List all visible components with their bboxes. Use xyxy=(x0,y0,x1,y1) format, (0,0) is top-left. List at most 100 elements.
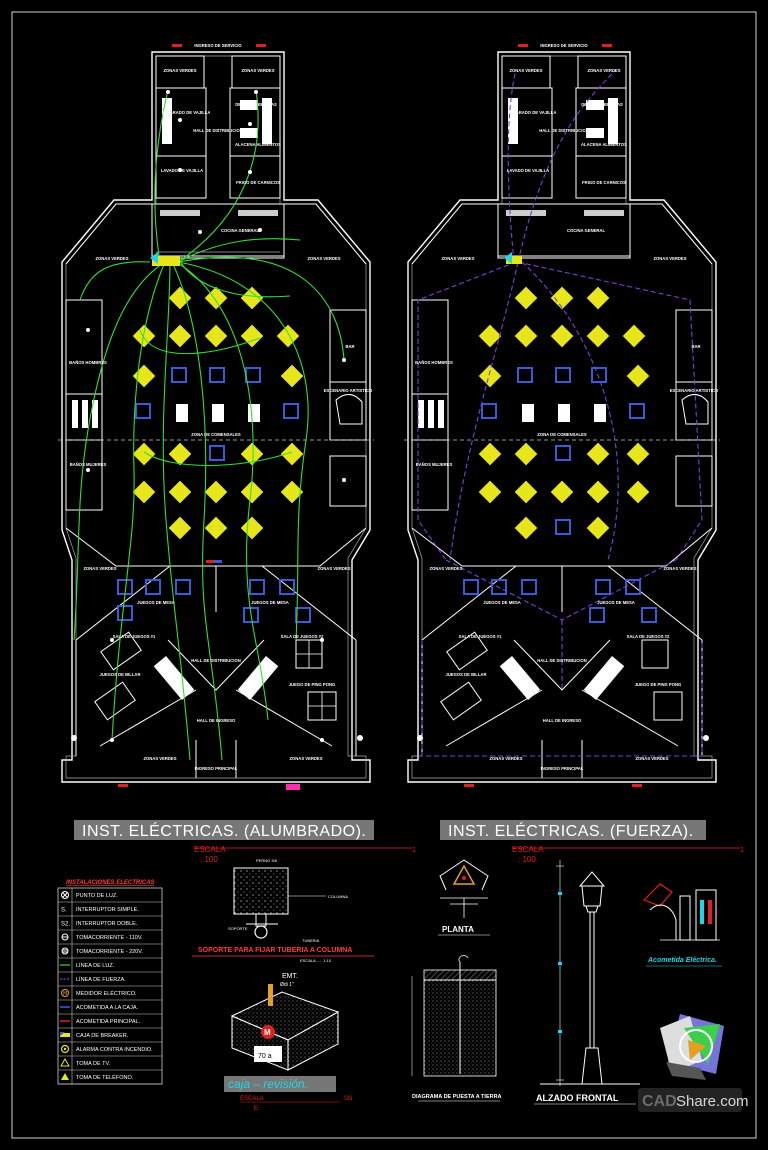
alzado-frontal: ALZADO FRONTAL xyxy=(534,860,640,1105)
room-label: HALL DE INGRESO xyxy=(197,718,236,723)
room-label: ALACENA ALIMENTOS xyxy=(581,142,627,147)
emt-label: EMT. xyxy=(282,973,298,980)
room-label: DEPOSITO BEBIDAS xyxy=(581,102,623,107)
escala-value: : 100 xyxy=(200,855,218,864)
outer-wall xyxy=(61,51,371,783)
soporte-label: SOPORTE xyxy=(228,926,248,931)
room-label: FRIGO DE CARNICOS xyxy=(582,180,626,185)
room-label: SALA DE JUEGOS #2 xyxy=(627,634,670,639)
caja-e: E xyxy=(254,1106,258,1112)
title-alumbrado: INST. ELÉCTRICAS. (ALUMBRADO). ESCALA : … xyxy=(74,820,416,864)
legend-label: LÍNEA DE LUZ. xyxy=(76,962,115,969)
legend-label: INTERRUPTOR SIMPLE. xyxy=(76,907,139,913)
title-fuerza: INST. ELÉCTRICAS. (FUERZA). ESCALA : 100… xyxy=(440,820,744,864)
legend-label: ACOMETIDA PRINCIPAL. xyxy=(76,1019,141,1025)
legend-label: MEDIDOR ELÉCTRICO. xyxy=(76,990,137,997)
svg-text:S2.: S2. xyxy=(61,922,70,928)
room-label: LAVADO DE VAJILLA xyxy=(507,168,549,173)
tables-blue-left xyxy=(117,367,311,623)
planta-detail: PLANTA xyxy=(438,859,490,936)
room-label: ESCENARIO ARTISTICO xyxy=(670,388,719,393)
caja-value: 70 a xyxy=(258,1053,272,1060)
columna-label: COLUMNA xyxy=(328,894,348,899)
legend-outlet-icon xyxy=(61,933,69,941)
section-markers-left xyxy=(118,44,300,790)
force-circuits xyxy=(417,69,703,757)
room-label: ALACENA ALIMENTOS xyxy=(235,142,281,147)
room-label: SALA DE JUEGOS #1 xyxy=(459,634,502,639)
room-label: JUEGOS DE MESA xyxy=(483,600,521,605)
legend-row: PUNTO DE LUZ. xyxy=(58,891,162,903)
room-label: ZONAS VERDES xyxy=(317,566,350,571)
room-label: ZONAS VERDES xyxy=(663,566,696,571)
legend-label: LÍNEA DE FUERZA. xyxy=(76,976,126,983)
legend-label: TOMA DE TV. xyxy=(76,1061,111,1067)
room-label: JUEGOS DE MESA xyxy=(251,600,289,605)
room-label: SEPARADO DE VAJILLA xyxy=(162,110,211,115)
room-label: ESCENARIO ARTISTICO xyxy=(324,388,373,393)
legend-row: S2.INTERRUPTOR DOBLE. xyxy=(58,921,162,931)
planta-label: PLANTA xyxy=(442,925,474,934)
alzado-title: ALZADO FRONTAL xyxy=(536,1093,619,1103)
soporte-escala: ESCALA ..... 1:10 xyxy=(300,958,332,963)
room-label: BAR xyxy=(691,344,700,349)
legend-row: LÍNEA DE LUZ. xyxy=(58,962,162,973)
legend-label: CAJA DE BREAKER. xyxy=(76,1033,129,1039)
room-label: ZONAS VERDES xyxy=(83,566,116,571)
escala-value: : 100 xyxy=(518,855,536,864)
svg-text:M: M xyxy=(63,991,67,997)
room-label: COCINA GENERAL xyxy=(567,228,605,233)
legend-row: TOMA DE TV. xyxy=(58,1057,162,1071)
room-label: ZONAS VERDES xyxy=(489,756,522,761)
emt-size: Ødi 1" xyxy=(280,982,294,988)
legend-label: TOMACORRIENTE - 220V. xyxy=(76,949,143,955)
legend-row: TOMA DE TELÉFONO. xyxy=(58,1073,162,1085)
acometida-detail: Acometida Eléctrica. xyxy=(642,883,722,967)
room-label: JUEGOS DE MESA xyxy=(137,600,175,605)
legend-row: ACOMETIDA A LA CAJA. xyxy=(58,1005,162,1015)
legend-breaker-icon xyxy=(60,1032,70,1037)
room-label: LAVADO DE VAJILLA xyxy=(161,168,203,173)
legend-S2.-icon: S2. xyxy=(61,922,70,928)
room-label: BAR xyxy=(345,344,354,349)
room-label: HALL DE DISTRIBUCION xyxy=(539,128,588,133)
legend-header: INSTALACIONES ELECTRICAS xyxy=(66,880,155,886)
room-label: JUEGO DE PING PONG xyxy=(635,682,682,687)
legend-row: CAJA DE BREAKER. xyxy=(58,1032,162,1043)
perno-label: PERNO 3/8 xyxy=(256,858,278,863)
room-label: HALL DE INGRESO xyxy=(543,718,582,723)
escala-label: ESCALA xyxy=(194,845,226,854)
room-label: BAÑOS MUJERES xyxy=(70,462,107,467)
legend-row: M MEDIDOR ELÉCTRICO. xyxy=(58,989,162,1001)
legend-alarm-icon xyxy=(60,1044,70,1054)
legend-row: TOMACORRIENTE - 110V. xyxy=(58,933,162,945)
grounding-diagram: DIAGRAMA DE PUESTA A TIERRA xyxy=(411,955,502,1102)
meter-icon: M xyxy=(264,1028,271,1037)
title-fuerza-text: INST. ELÉCTRICAS. (FUERZA). xyxy=(448,821,694,840)
room-label: BAÑOS HOMBRES xyxy=(69,360,107,365)
room-label: ZONAS VERDES xyxy=(95,256,128,261)
room-label: ZONAS VERDES xyxy=(289,756,322,761)
room-label: ZONAS VERDES xyxy=(635,756,668,761)
legend-label: ACOMETIDA A LA CAJA. xyxy=(76,1005,139,1011)
room-label: COCINA GENERAL xyxy=(221,228,259,233)
legend-row: ACOMETIDA PRINCIPAL. xyxy=(58,1019,162,1029)
room-label: HALL DE DISTRIBUCION xyxy=(193,128,242,133)
soporte-title: SOPORTE PARA FIJAR TUBERIA A COLUMNA xyxy=(198,947,352,954)
room-label: DEPOSITO BEBIDAS xyxy=(235,102,277,107)
caja-sn: SN xyxy=(344,1096,352,1102)
room-label: INGRESO PRINCIPAL xyxy=(541,766,584,771)
legend-outlet-dbl-icon xyxy=(61,947,69,955)
escala-label: ESCALA xyxy=(512,845,544,854)
room-label: INGRESO DE SERVICIO xyxy=(194,43,242,48)
room-label: ZONAS VERDES xyxy=(509,68,542,73)
room-label: ZONA DE COMENSALES xyxy=(191,432,241,437)
room-label: INGRESO DE SERVICIO xyxy=(540,43,588,48)
title-alumbrado-text: INST. ELÉCTRICAS. (ALUMBRADO). xyxy=(82,821,366,840)
sheet-border xyxy=(11,11,757,1139)
grounding-title: DIAGRAMA DE PUESTA A TIERRA xyxy=(412,1094,502,1100)
caja-escala: ESCALA xyxy=(240,1096,264,1102)
legend-meter-icon: M xyxy=(61,989,69,997)
caja-title: caja – revisión. xyxy=(228,1077,308,1091)
